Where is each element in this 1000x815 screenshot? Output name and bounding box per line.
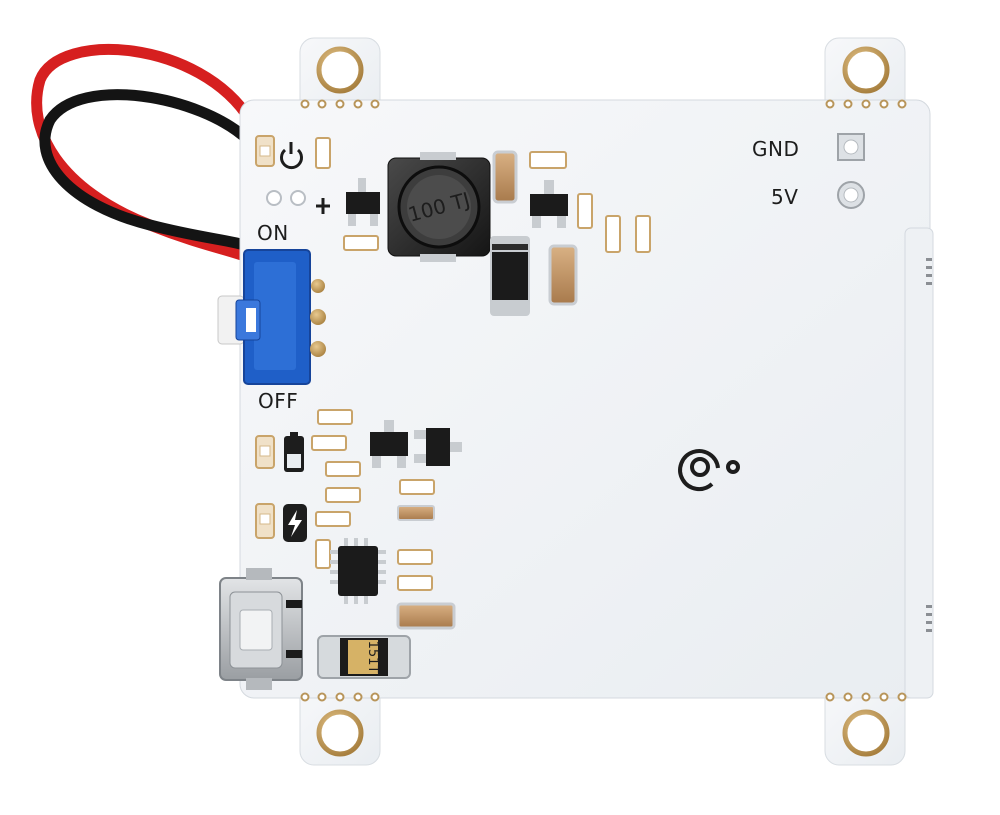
capacitor (492, 150, 518, 204)
gnd-pad (837, 133, 865, 161)
pcb-edge-step (904, 227, 934, 699)
resistor (577, 193, 593, 229)
capacitor (397, 505, 435, 521)
pcb-board (239, 99, 931, 699)
inductor: 100 TJ (387, 152, 491, 262)
transistor-right (530, 180, 568, 228)
fuse: 151T (317, 635, 411, 679)
status-led-1 (255, 135, 275, 167)
slide-switch[interactable] (217, 249, 326, 385)
gnd-label: GND (752, 137, 799, 161)
on-label: ON (257, 221, 289, 245)
transistor-top (346, 178, 380, 226)
bolt-icon (283, 504, 307, 542)
diode (490, 236, 530, 316)
status-led-3 (255, 503, 275, 539)
brand-logo-icon (678, 449, 740, 492)
fuse-marking: 151T (365, 641, 380, 674)
transistor-mid-1 (370, 420, 408, 468)
resistor (605, 215, 621, 253)
mounting-holes (316, 46, 890, 757)
off-label: OFF (258, 389, 298, 413)
5v-pad (837, 181, 865, 209)
capacitor (548, 244, 578, 306)
capacitor (396, 602, 456, 630)
resistor-cluster (311, 409, 435, 591)
battery-icon (284, 432, 304, 472)
edge-connector-teeth (926, 258, 932, 632)
black-wire (39, 89, 254, 252)
charger-ic (330, 538, 386, 604)
edge-vias (300, 99, 907, 702)
test-pads (266, 190, 306, 206)
red-wire (31, 43, 256, 264)
t-mark (316, 198, 330, 214)
wire-harness (31, 43, 264, 268)
transistor-mid-2 (414, 428, 462, 466)
micro-usb-port[interactable] (219, 568, 303, 690)
resistor (315, 137, 331, 169)
5v-label: 5V (771, 185, 798, 209)
resistor (343, 235, 379, 251)
resistor (635, 215, 651, 253)
resistor (529, 151, 567, 169)
power-icon (280, 142, 303, 170)
status-led-2 (255, 435, 275, 469)
